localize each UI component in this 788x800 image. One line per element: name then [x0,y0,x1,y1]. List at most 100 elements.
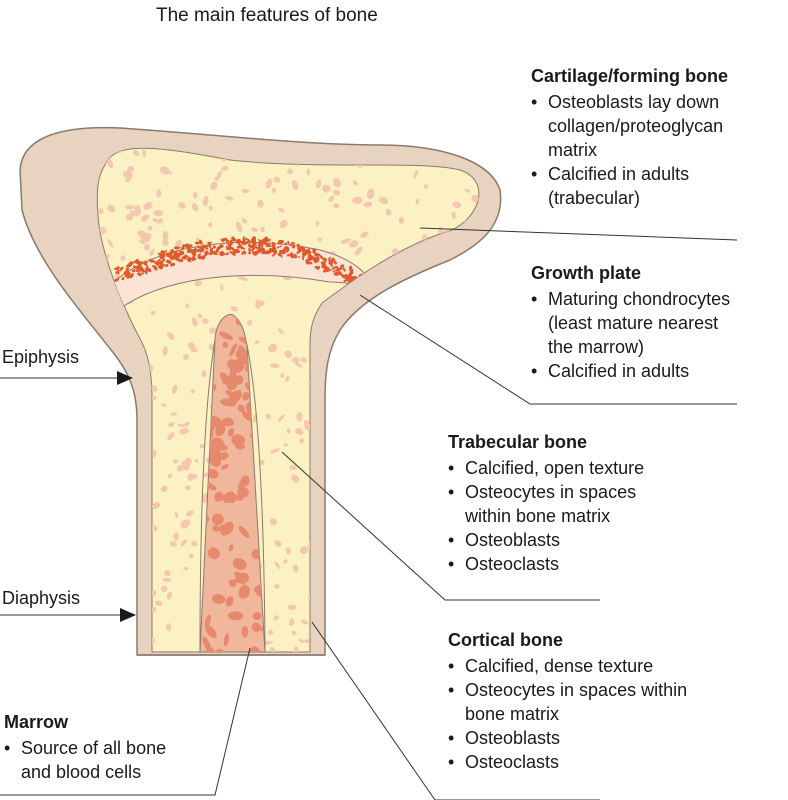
bullet-text: Osteoblasts [465,530,561,550]
texture-dot [165,249,167,253]
texture-dot [372,443,377,448]
texture-dot [167,432,175,441]
texture-dot [379,352,385,358]
texture-dot [161,252,164,258]
texture-dot [269,646,276,653]
bullet-text: Osteoclasts [465,554,560,574]
texture-dot [165,263,169,268]
texture-dot [234,575,248,583]
texture-dot [280,373,285,378]
texture-dot [396,445,401,451]
texture-dot [385,292,393,299]
texture-dot [343,521,350,528]
texture-dot [381,639,389,643]
growth-plate-bullet-list: •Maturing chondrocytes (least mature nea… [531,287,730,383]
texture-dot [228,544,234,552]
texture-dot [168,422,175,428]
texture-dot [97,527,103,536]
texture-dot [215,248,219,253]
texture-dot [450,326,457,331]
texture-dot [330,420,336,430]
texture-dot [273,176,281,183]
texture-dot [426,524,435,532]
texture-dot [439,362,445,367]
texture-dot [173,255,177,260]
texture-dot [404,503,411,509]
texture-dot [358,467,364,473]
texture-dot [98,415,108,423]
texture-dot [260,226,265,232]
texture-dot [403,648,409,653]
texture-dot [229,343,237,357]
texture-dot [414,425,420,431]
texture-dot [355,322,363,330]
texture-dot [359,419,365,425]
texture-dot [188,553,194,559]
bullet-text: Osteoblasts [465,728,561,748]
texture-dot [314,252,319,257]
texture-dot [219,331,233,340]
texture-dot [162,577,172,582]
texture-dot [287,240,290,245]
texture-dot [352,196,363,204]
texture-dot [328,256,331,260]
texture-dot [220,283,224,291]
texture-dot [291,180,299,191]
texture-dot [306,168,311,176]
texture-dot [261,244,264,248]
bullet-item: •Calcified in adults [531,359,730,383]
texture-dot [386,521,391,527]
texture-dot [162,169,173,174]
texture-dot [191,540,198,547]
texture-dot [214,492,224,502]
texture-dot [438,433,443,441]
texture-dot [331,257,335,262]
texture-dot [253,252,259,256]
texture-dot [149,258,154,263]
texture-dot [267,343,278,353]
texture-dot [242,392,250,401]
texture-dot [423,372,430,378]
texture-dot [396,514,402,519]
texture-dot [114,398,119,403]
texture-dot [485,254,493,261]
texture-dot [335,265,339,269]
texture-dot [238,477,247,490]
texture-dot [211,594,226,604]
texture-dot [185,510,194,517]
bullet-icon: • [448,458,455,478]
texture-dot [360,231,369,238]
texture-dot [129,273,134,279]
texture-dot [132,265,138,270]
texture-dot [283,247,286,251]
texture-dot [140,268,146,273]
texture-dot [149,248,155,256]
texture-dot [350,276,356,279]
texture-dot [167,332,175,341]
bullet-icon: • [448,752,455,772]
texture-dot [278,239,284,244]
texture-dot [436,561,444,569]
texture-dot [222,417,234,427]
texture-dot [361,553,367,560]
texture-dot [432,622,439,628]
texture-dot [301,251,306,256]
texture-dot [469,307,476,315]
bullet-item: •Osteocytes in spaces within bone matrix [448,480,644,528]
texture-dot [128,515,136,524]
texture-dot [143,243,150,251]
texture-dot [142,148,146,158]
texture-dot [146,264,149,269]
texture-dot [398,417,405,424]
texture-dot [232,494,244,501]
texture-dot [191,202,199,212]
texture-dot [106,158,114,169]
texture-dot [250,646,261,652]
texture-dot [441,353,449,361]
texture-dot [125,205,135,210]
texture-dot [265,244,270,248]
texture-dot [392,475,397,481]
texture-dot [102,395,110,402]
texture-dot [320,261,323,265]
bullet-icon: • [448,530,455,550]
